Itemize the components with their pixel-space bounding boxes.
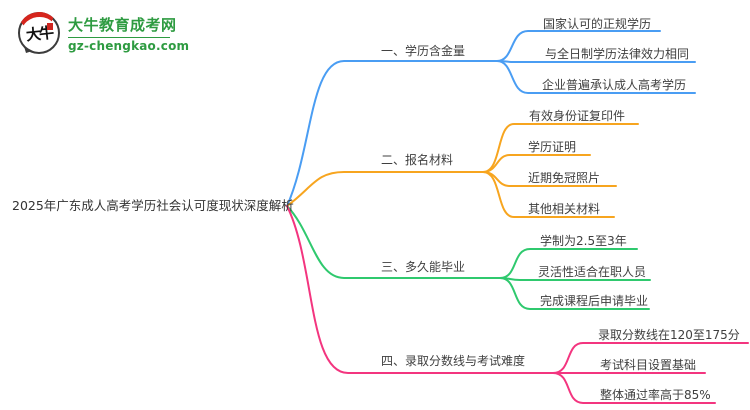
branch-4-leaf-1-line [552,342,749,374]
branch-1-lines [286,30,696,207]
branch-2-leaf-2: 学历证明 [528,140,577,154]
logo-badge: 大牛 [15,9,63,60]
branch-3-leaf-2: 灵活性适合在职人员 [538,265,647,279]
branch-3-leaf-3-line [499,277,650,310]
root-topic: 2025年广东成人高考学历社会认可度现状深度解析 [12,198,294,213]
branch-4-lines [286,205,749,404]
branch-3-main-line [286,205,501,279]
branch-1-leaf-3: 企业普遍承认成人高考学历 [542,78,687,92]
branch-3-leaf-1: 学制为2.5至3年 [540,234,627,248]
branch-3-leaf-3: 完成课程后申请毕业 [540,294,649,308]
site-logo: 大牛 大牛教育成考网 gz-chengkao.com [15,9,189,60]
branch-1-leaf-3-line [496,60,696,94]
branch-1-label: 一、学历含金量 [381,44,466,58]
branch-2-lines [286,123,639,218]
logo-divider [68,36,170,38]
branch-2-main-line [286,171,484,207]
branch-1-leaf-1: 国家认可的正规学历 [543,17,652,31]
branch-2-label: 二、报名材料 [381,153,454,167]
branch-1-leaf-1-line [496,30,661,62]
branch-1-leaf-2: 与全日制学历法律效力相同 [545,47,690,61]
branch-1-leaf-2-line [496,60,696,63]
site-name: 大牛教育成考网 [68,15,177,34]
site-domain: gz-chengkao.com [68,38,190,53]
branch-1-main-line [286,60,498,207]
branch-2-leaf-2-line [482,154,591,173]
branch-2-leaf-4-line [482,171,615,218]
branch-2-leaf-3: 近期免冠照片 [528,171,601,185]
branch-4-leaf-3: 整体通过率高于85% [600,388,711,402]
branch-2-leaf-4: 其他相关材料 [528,202,601,216]
branch-4-leaf-2: 考试科目设置基础 [600,358,697,372]
branch-4-leaf-1: 录取分数线在120至175分 [598,328,740,342]
logo-seal-icon [47,23,53,30]
logo-text-column: 大牛教育成考网 gz-chengkao.com [68,14,189,53]
branch-4-main-line [286,205,554,374]
branch-3-leaf-1-line [499,248,638,279]
branch-2-leaf-1: 有效身份证复印件 [529,109,626,123]
branch-3-lines [286,205,651,310]
branch-3-label: 三、多久能毕业 [381,260,466,274]
branch-4-label: 四、录取分数线与考试难度 [381,354,526,368]
branch-4-leaf-3-line [552,372,716,404]
